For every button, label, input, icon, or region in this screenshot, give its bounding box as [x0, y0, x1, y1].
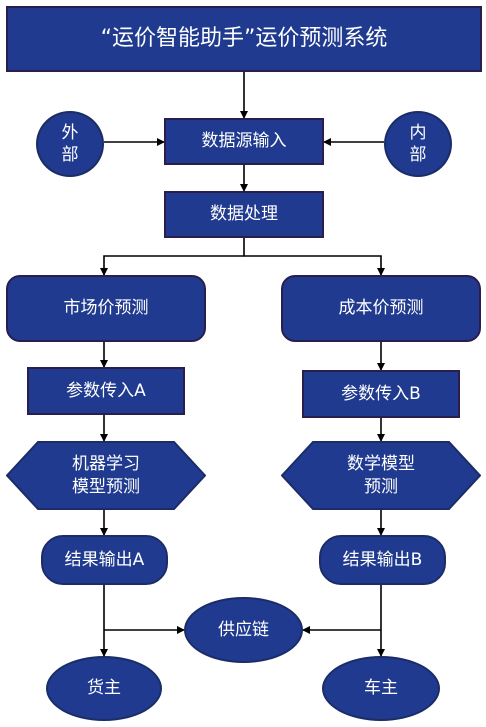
carrier-label: 车主: [364, 678, 398, 699]
math-model-label-2: 预测: [364, 476, 398, 497]
ml-model-label-2: 模型预测: [72, 476, 140, 497]
ml-model-label-1: 机器学习: [72, 454, 140, 475]
carrier-node: 车主: [322, 656, 440, 721]
arrow-process-to-market: [100, 238, 245, 276]
param-b-node: 参数传入B: [302, 370, 460, 418]
math-model-label-1: 数学模型: [347, 454, 415, 475]
market-price-forecast-label: 市场价预测: [63, 298, 149, 319]
inside-label-2: 部: [409, 145, 427, 165]
result-output-a-label: 结果输出A: [64, 549, 145, 570]
supply-chain-label: 供应链: [218, 619, 269, 640]
inside-label-1: 内: [409, 122, 427, 143]
data-source-input-label: 数据源输入: [201, 131, 287, 152]
system-title-text: “运价智能助手”运价预测系统: [100, 25, 388, 51]
ml-model-forecast-node: 机器学习 模型预测: [6, 441, 206, 510]
cost-price-forecast-node: 成本价预测: [281, 275, 481, 342]
outside-label-1: 外: [61, 122, 79, 143]
outside-label-2: 部: [61, 145, 79, 165]
hexagon-shape: [6, 441, 206, 510]
param-a-label: 参数传入A: [66, 380, 146, 401]
result-output-b-label: 结果输出B: [342, 549, 423, 570]
supply-chain-node: 供应链: [184, 597, 303, 663]
outside-source-node: 外 部: [36, 111, 104, 177]
result-output-a-node: 结果输出A: [41, 535, 168, 585]
math-model-forecast-node: 数学模型 预测: [281, 441, 481, 510]
market-price-forecast-node: 市场价预测: [6, 275, 206, 342]
data-source-input-node: 数据源输入: [164, 118, 324, 165]
arrow-process-to-cost: [244, 255, 385, 276]
data-processing-label: 数据处理: [210, 204, 278, 225]
cost-price-forecast-label: 成本价预测: [338, 298, 424, 319]
result-output-b-node: 结果输出B: [319, 535, 446, 585]
param-a-node: 参数传入A: [27, 367, 185, 415]
inside-source-node: 内 部: [384, 111, 452, 177]
system-title: “运价智能助手”运价预测系统: [6, 6, 482, 72]
param-b-label: 参数传入B: [341, 383, 421, 404]
hexagon-shape: [281, 441, 481, 510]
shipper-label: 货主: [87, 678, 121, 699]
shipper-node: 货主: [46, 656, 162, 721]
data-processing-node: 数据处理: [164, 191, 324, 238]
